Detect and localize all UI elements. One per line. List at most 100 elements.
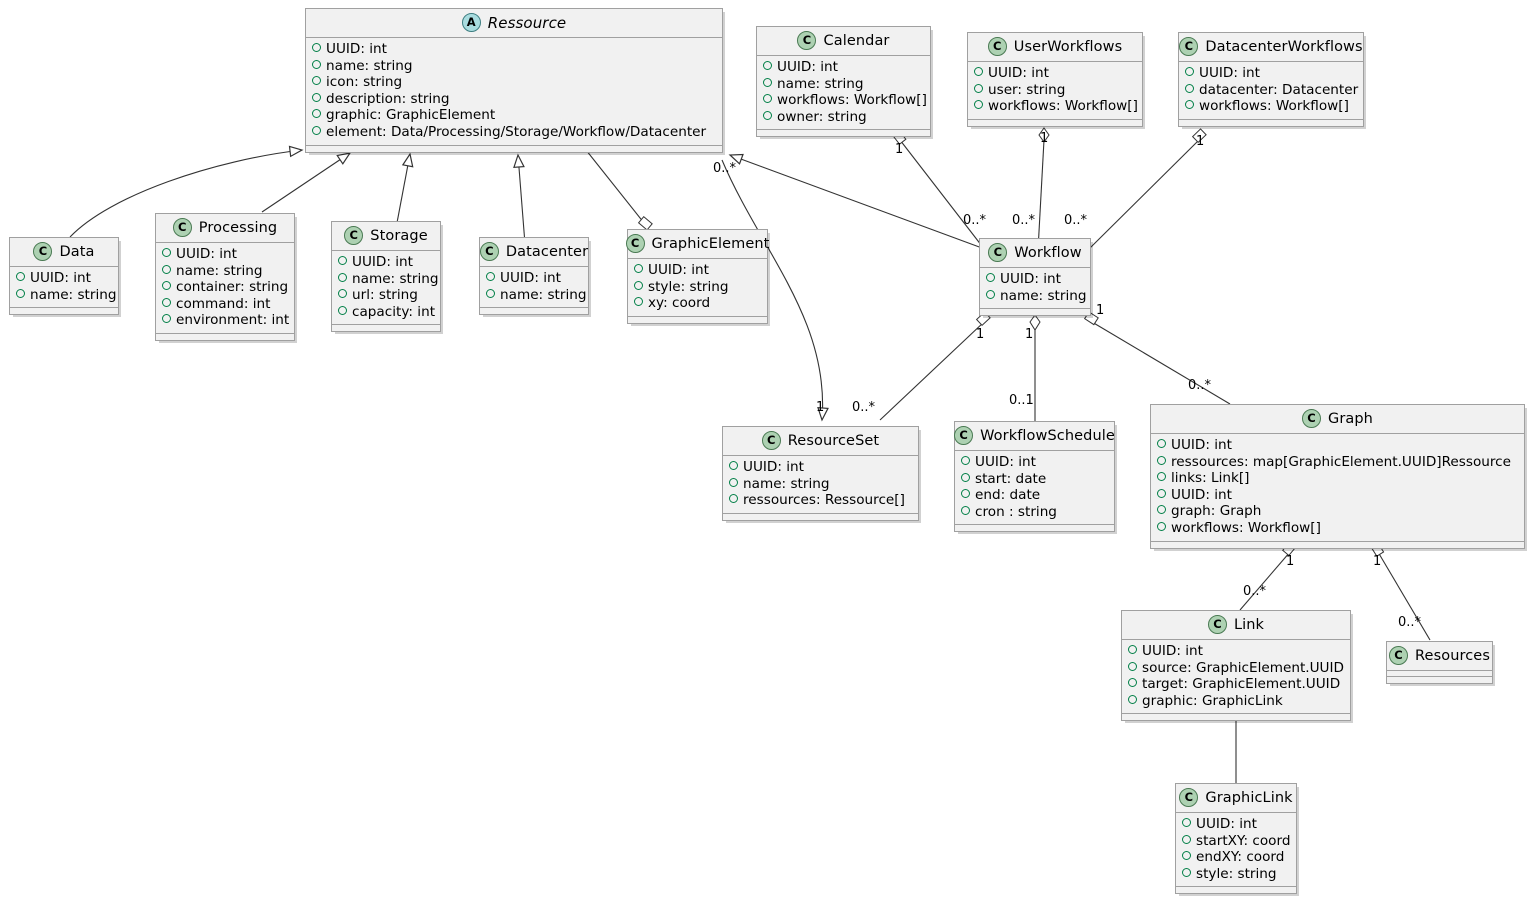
attribute-row: UUID: int xyxy=(486,270,580,287)
attribute-row: UUID: int xyxy=(16,270,110,287)
class-graphicelement[interactable]: C GraphicElement UUID: int style: string… xyxy=(625,229,769,324)
visibility-icon xyxy=(729,494,738,504)
attribute-text: capacity: int xyxy=(352,303,436,320)
class-resourceset[interactable]: C ResourceSet UUID: int name: string res… xyxy=(722,426,919,521)
attribute-text: name: string xyxy=(352,270,439,287)
attribute-row: UUID: int xyxy=(1182,816,1288,833)
class-name: ResourceSet xyxy=(787,432,880,449)
attribute-text: UUID: int xyxy=(975,454,1036,470)
class-data[interactable]: C Data UUID: int name: string xyxy=(9,237,119,316)
multiplicity-label: 1 xyxy=(976,327,985,342)
attribute-row: UUID: int xyxy=(1128,643,1342,660)
edge-storage-inherits-ressource xyxy=(395,152,414,229)
attribute-row: style: string xyxy=(1182,866,1288,883)
class-methods xyxy=(1176,887,1296,893)
visibility-icon xyxy=(961,472,970,482)
attribute-text: UUID: int xyxy=(1171,486,1232,503)
attribute-text: UUID: int xyxy=(648,262,709,278)
visibility-icon xyxy=(162,264,171,274)
class-resources[interactable]: C Resources xyxy=(1386,641,1493,684)
class-methods xyxy=(1151,542,1524,548)
class-badge-icon: C xyxy=(33,242,53,261)
attribute-text: startXY: coord xyxy=(1196,832,1291,849)
attribute-text: graph: Graph xyxy=(1171,503,1262,520)
attribute-row: workflows: Workflow[] xyxy=(1157,520,1516,537)
visibility-icon xyxy=(486,288,495,298)
class-ressource[interactable]: A Ressource UUID: int name: string icon:… xyxy=(305,8,723,153)
attribute-text: UUID: int xyxy=(326,41,387,57)
class-header: A Ressource xyxy=(306,9,722,38)
multiplicity-label: 0..* xyxy=(1064,213,1088,228)
visibility-icon xyxy=(16,272,25,281)
class-name: Storage xyxy=(370,227,428,244)
class-header: C Storage xyxy=(332,222,440,251)
multiplicity-label: 0..* xyxy=(963,213,987,228)
visibility-icon xyxy=(1182,851,1191,861)
attribute-row: description: string xyxy=(312,91,714,108)
class-workflow[interactable]: C Workflow UUID: int name: string xyxy=(979,238,1091,317)
class-name: Calendar xyxy=(823,32,890,49)
visibility-icon xyxy=(162,297,171,307)
attribute-text: environment: int xyxy=(176,312,290,329)
class-workflowschedule[interactable]: C WorkflowSchedule UUID: int start: date… xyxy=(954,421,1115,533)
attribute-text: name: string xyxy=(743,475,830,492)
attribute-row: UUID: int xyxy=(634,262,759,279)
attribute-text: UUID: int xyxy=(1142,643,1203,659)
multiplicity-label: 1 xyxy=(1286,554,1295,569)
class-processing[interactable]: C Processing UUID: int name: string cont… xyxy=(155,213,295,341)
attribute-row: UUID: int xyxy=(1157,487,1516,504)
attribute-row: UUID: int xyxy=(162,246,286,263)
class-graphiclink[interactable]: C GraphicLink UUID: int startXY: coord e… xyxy=(1175,783,1297,895)
attribute-text: name: string xyxy=(30,286,117,303)
multiplicity-label: 0..* xyxy=(1012,213,1036,228)
class-calendar[interactable]: C Calendar UUID: int name: string workfl… xyxy=(756,26,931,138)
class-name: DatacenterWorkflows xyxy=(1205,38,1363,55)
class-datacenterworkflows[interactable]: C DatacenterWorkflows UUID: int datacent… xyxy=(1178,32,1364,127)
class-header: C ResourceSet xyxy=(723,427,918,456)
attribute-text: target: GraphicElement.UUID xyxy=(1142,676,1341,693)
attribute-row: end: date xyxy=(961,487,1106,504)
visibility-icon xyxy=(634,297,643,307)
attribute-text: style: string xyxy=(1196,865,1277,882)
visibility-icon xyxy=(312,125,321,135)
class-name: GraphicLink xyxy=(1205,789,1293,806)
class-header: C DatacenterWorkflows xyxy=(1179,33,1363,62)
attribute-text: UUID: int xyxy=(1199,65,1260,81)
attribute-text: name: string xyxy=(500,286,587,303)
visibility-icon xyxy=(162,248,171,257)
class-header: C Workflow xyxy=(980,239,1090,268)
attribute-text: graphic: GraphicLink xyxy=(1142,692,1283,709)
class-name: WorkflowSchedule xyxy=(980,427,1115,444)
class-methods xyxy=(156,334,294,340)
attribute-text: name: string xyxy=(326,57,413,74)
attribute-row: start: date xyxy=(961,471,1106,488)
visibility-icon xyxy=(1157,455,1166,465)
class-name: Processing xyxy=(198,219,278,236)
attribute-text: container: string xyxy=(176,279,289,296)
visibility-icon xyxy=(1185,100,1194,110)
visibility-icon xyxy=(312,59,321,69)
visibility-icon xyxy=(763,110,772,120)
attribute-row: environment: int xyxy=(162,312,290,329)
attribute-row: graphic: GraphicElement xyxy=(312,107,714,124)
visibility-icon xyxy=(763,94,772,104)
attribute-row: name: string xyxy=(729,476,910,493)
attribute-text: UUID: int xyxy=(777,59,838,75)
edge-userworkflows-workflow xyxy=(1037,139,1045,251)
attribute-text: graphic: GraphicElement xyxy=(326,107,496,124)
attribute-text: links: Link[] xyxy=(1171,470,1250,487)
visibility-icon xyxy=(338,272,347,282)
visibility-icon xyxy=(1185,67,1194,76)
class-userworkflows[interactable]: C UserWorkflows UUID: int user: string w… xyxy=(967,32,1143,127)
class-graph[interactable]: C Graph UUID: int ressources: map[Graphi… xyxy=(1150,404,1525,549)
class-methods xyxy=(968,120,1142,126)
class-link[interactable]: C Link UUID: int source: GraphicElement.… xyxy=(1121,610,1351,722)
class-attributes: UUID: int user: string workflows: Workfl… xyxy=(968,62,1142,120)
class-attributes: UUID: int name: string icon: string desc… xyxy=(306,38,722,146)
multiplicity-label: 0..1 xyxy=(1009,393,1034,408)
class-methods xyxy=(955,525,1114,531)
class-badge-icon: C xyxy=(625,234,645,253)
class-storage[interactable]: C Storage UUID: int name: string url: st… xyxy=(331,221,441,333)
class-datacenter[interactable]: C Datacenter UUID: int name: string xyxy=(479,237,589,316)
attribute-text: end: date xyxy=(975,487,1041,504)
